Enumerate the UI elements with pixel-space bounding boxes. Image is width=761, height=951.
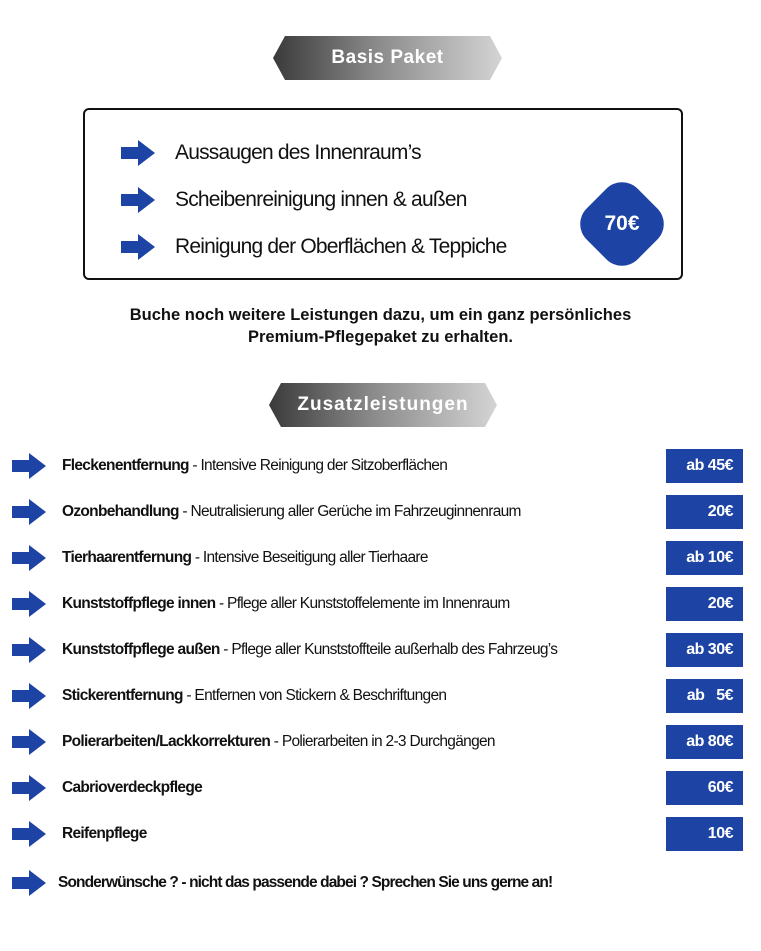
arrow-right-icon: [12, 499, 46, 525]
zusatz-header: Zusatzleistungen: [269, 383, 497, 427]
service-description: Kunststoffpflege außen - Pflege aller Ku…: [62, 641, 558, 659]
service-price: ab 30€: [666, 633, 743, 667]
service-name: Cabrioverdeckpflege: [62, 779, 203, 796]
basis-item: Scheibenreinigung innen & außen: [121, 185, 467, 215]
service-detail: - Polierarbeiten in 2-3 Durchgängen: [270, 733, 496, 750]
service-description: Stickerentfernung - Entfernen von Sticke…: [62, 687, 447, 705]
service-description: Polierarbeiten/Lackkorrekturen - Poliera…: [62, 733, 496, 751]
basis-item: Reinigung der Oberflächen & Teppiche: [121, 232, 507, 262]
service-detail: - Neutralisierung aller Gerüche im Fahrz…: [178, 503, 521, 520]
service-description: Tierhaarentfernung - Intensive Beseitigu…: [62, 549, 428, 567]
service-price: ab 10€: [666, 541, 743, 575]
service-price: 20€: [666, 495, 743, 529]
arrow-right-icon: [12, 683, 46, 709]
service-price: 20€: [666, 587, 743, 621]
special-request-text: Sonderwünsche ? - nicht das passende dab…: [58, 874, 553, 891]
service-row: Kunststoffpflege innen - Pflege aller Ku…: [0, 587, 761, 621]
service-price: 60€: [666, 771, 743, 805]
promo-line: Premium-Pflegepaket zu erhalten.: [248, 328, 513, 346]
arrow-right-icon: [121, 234, 155, 260]
service-detail: - Intensive Reinigung der Sitzoberfläche…: [188, 457, 448, 474]
special-request-row: Sonderwünsche ? - nicht das passende dab…: [0, 866, 761, 900]
arrow-right-icon: [12, 453, 46, 479]
service-row: Stickerentfernung - Entfernen von Sticke…: [0, 679, 761, 713]
service-row: Kunststoffpflege außen - Pflege aller Ku…: [0, 633, 761, 667]
service-row: Ozonbehandlung - Neutralisierung aller G…: [0, 495, 761, 529]
service-row: Reifenpflege 10€: [0, 817, 761, 851]
service-price: ab 45€: [666, 449, 743, 483]
service-description: Reifenpflege: [62, 825, 147, 843]
service-row: Tierhaarentfernung - Intensive Beseitigu…: [0, 541, 761, 575]
service-description: Kunststoffpflege innen - Pflege aller Ku…: [62, 595, 510, 613]
service-name: Ozonbehandlung: [62, 503, 179, 520]
basis-item-label: Scheibenreinigung innen & außen: [175, 188, 467, 211]
service-row: Cabrioverdeckpflege 60€: [0, 771, 761, 805]
service-price: ab 80€: [666, 725, 743, 759]
service-name: Fleckenentfernung: [62, 457, 189, 474]
service-description: Cabrioverdeckpflege: [62, 779, 203, 797]
arrow-right-icon: [12, 545, 46, 571]
arrow-right-icon: [12, 870, 46, 896]
service-row: Fleckenentfernung - Intensive Reinigung …: [0, 449, 761, 483]
basis-package-box: Aussaugen des Innenraum’s Scheibenreinig…: [83, 108, 683, 280]
basis-item-label: Reinigung der Oberflächen & Teppiche: [175, 235, 507, 258]
service-description: Fleckenentfernung - Intensive Reinigung …: [62, 457, 448, 475]
service-price: 10€: [666, 817, 743, 851]
basis-package-header: Basis Paket: [273, 36, 502, 80]
basis-price: 70€: [604, 212, 640, 235]
service-detail: - Pflege aller Kunststoffteile außerhalb…: [219, 641, 558, 658]
service-detail: - Entfernen von Stickern & Beschriftunge…: [182, 687, 447, 704]
arrow-right-icon: [121, 187, 155, 213]
service-row: Polierarbeiten/Lackkorrekturen - Poliera…: [0, 725, 761, 759]
service-name: Kunststoffpflege außen: [62, 641, 220, 658]
service-detail: - Pflege aller Kunststoffelemente im Inn…: [215, 595, 510, 612]
promo-line: Buche noch weitere Leistungen dazu, um e…: [129, 306, 632, 324]
service-name: Kunststoffpflege innen: [62, 595, 216, 612]
arrow-right-icon: [12, 591, 46, 617]
service-detail: - Intensive Beseitigung aller Tierhaare: [191, 549, 429, 566]
arrow-right-icon: [12, 637, 46, 663]
service-name: Reifenpflege: [62, 825, 147, 842]
promo-text: Buche noch weitere Leistungen dazu, um e…: [40, 304, 721, 348]
arrow-right-icon: [12, 729, 46, 755]
arrow-right-icon: [12, 775, 46, 801]
service-name: Polierarbeiten/Lackkorrekturen: [62, 733, 271, 750]
zusatz-title: Zusatzleistungen: [297, 394, 469, 415]
basis-item: Aussaugen des Innenraum’s: [121, 138, 422, 168]
service-price: ab 5€: [666, 679, 743, 713]
service-name: Stickerentfernung: [62, 687, 183, 704]
arrow-right-icon: [12, 821, 46, 847]
arrow-right-icon: [121, 140, 155, 166]
basis-item-label: Aussaugen des Innenraum’s: [175, 141, 422, 164]
service-description: Ozonbehandlung - Neutralisierung aller G…: [62, 503, 521, 521]
service-name: Tierhaarentfernung: [62, 549, 192, 566]
basis-package-title: Basis Paket: [331, 47, 444, 68]
